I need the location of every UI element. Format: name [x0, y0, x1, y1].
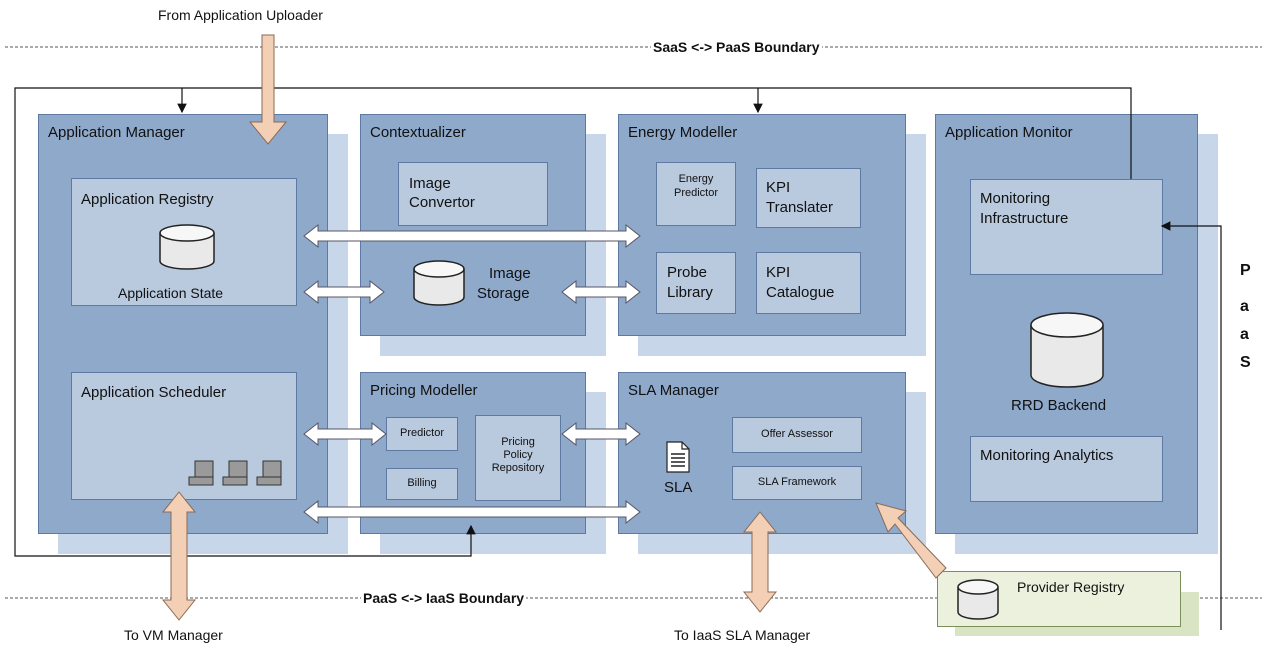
kpi-translater-label: Translater [766, 199, 833, 216]
uploader-arrow [248, 34, 288, 145]
energy-predictor-label: Predictor [673, 187, 719, 199]
pricing-modeller: Pricing Modeller Predictor Billing Prici… [360, 372, 586, 534]
pricing-policy-label: Pricing [501, 436, 535, 448]
sla-framework-label: SLA Framework [757, 476, 837, 488]
billing-label: Billing [407, 477, 437, 489]
kpi-translater-label: KPI [766, 179, 791, 196]
vm-manager-arrow [161, 491, 197, 621]
application-state-label: Application State [118, 285, 224, 301]
provider-registry: Provider Registry [937, 571, 1181, 627]
energy-predictor: Energy Predictor [656, 162, 736, 226]
pricing-policy-label: Policy [503, 449, 533, 461]
contextualizer-title: Contextualizer [370, 124, 466, 141]
sla-label: SLA [664, 479, 693, 496]
application-registry: Application Registry Application State [71, 178, 297, 306]
application-scheduler: Application Scheduler [71, 372, 297, 500]
offer-assessor: Offer Assessor [732, 417, 862, 453]
sla-manager: SLA Manager SLA Offer Assessor SLA Frame… [618, 372, 906, 534]
double-arrow-registry-energy [303, 223, 641, 249]
kpi-translater: KPI Translater [756, 168, 861, 228]
double-arrow-am-sla [303, 499, 641, 525]
rrd-backend-label: RRD Backend [1011, 397, 1107, 414]
paas-letter: S [1240, 354, 1251, 371]
application-monitor: Application Monitor Monitoring Infrastru… [935, 114, 1198, 534]
application-registry-title: Application Registry [81, 191, 214, 208]
application-manager: Application Manager Application Registry… [38, 114, 328, 534]
contextualizer: Contextualizer Image Convertor Image Sto… [360, 114, 586, 336]
image-storage-label: Image [489, 265, 531, 282]
iaas-sla-arrow [742, 511, 778, 613]
application-manager-title: Application Manager [48, 124, 185, 141]
paas-letter: a [1240, 298, 1249, 315]
paas-iaas-boundary-label: PaaS <-> IaaS Boundary [361, 590, 527, 606]
energy-modeller: Energy Modeller Energy Predictor KPI Tra… [618, 114, 906, 336]
saas-paas-boundary-label: SaaS <-> PaaS Boundary [651, 39, 822, 55]
database-icon [957, 579, 999, 620]
paas-letter: a [1240, 326, 1249, 343]
database-icon [159, 224, 215, 270]
pricing-policy-repository: Pricing Policy Repository [475, 415, 561, 501]
probe-library: Probe Library [656, 252, 736, 314]
offer-assessor-label: Offer Assessor [761, 428, 833, 440]
paas-letter: P [1240, 262, 1251, 279]
pricing-modeller-title: Pricing Modeller [370, 382, 478, 399]
sla-manager-title: SLA Manager [628, 382, 719, 399]
to-vm-manager-label: To VM Manager [124, 627, 223, 643]
paas-connector [1160, 221, 1222, 630]
kpi-catalogue: KPI Catalogue [756, 252, 861, 314]
monitoring-analytics-label: Monitoring Analytics [980, 447, 1114, 464]
sla-framework: SLA Framework [732, 466, 862, 500]
provider-registry-arrow [875, 502, 947, 579]
probe-library-label: Library [667, 284, 713, 301]
double-arrow-policy-sla [561, 421, 641, 447]
probe-library-label: Probe [667, 264, 708, 281]
energy-predictor-label: Energy [678, 173, 714, 185]
database-icon [1030, 312, 1104, 388]
image-storage-label: Storage [477, 285, 530, 302]
from-uploader-label: From Application Uploader [158, 7, 323, 23]
database-icon [413, 260, 465, 306]
kpi-catalogue-label: Catalogue [766, 284, 835, 301]
provider-registry-label: Provider Registry [1017, 579, 1125, 595]
monitoring-analytics: Monitoring Analytics [970, 436, 1163, 502]
predictor: Predictor [386, 417, 458, 451]
predictor-label: Predictor [399, 427, 445, 439]
double-arrow-storage-probe [561, 279, 641, 305]
double-arrow-registry-context [303, 279, 385, 305]
image-convertor: Image Convertor [398, 162, 548, 226]
kpi-catalogue-label: KPI [766, 264, 791, 281]
monitoring-infrastructure-label: Monitoring [980, 190, 1051, 207]
image-convertor-label: Image [409, 175, 451, 192]
computers-icon [188, 460, 282, 486]
to-iaas-sla-manager-label: To IaaS SLA Manager [674, 627, 811, 643]
double-arrow-scheduler-predictor [303, 421, 387, 447]
pricing-policy-label: Repository [491, 462, 545, 474]
image-convertor-label: Convertor [409, 194, 475, 211]
application-scheduler-title: Application Scheduler [81, 384, 227, 401]
energy-modeller-title: Energy Modeller [628, 124, 738, 141]
document-icon [666, 441, 690, 473]
monitoring-infrastructure-label: Infrastructure [980, 210, 1069, 227]
feedback-line [14, 87, 1132, 557]
billing: Billing [386, 468, 458, 500]
application-monitor-title: Application Monitor [945, 124, 1073, 141]
